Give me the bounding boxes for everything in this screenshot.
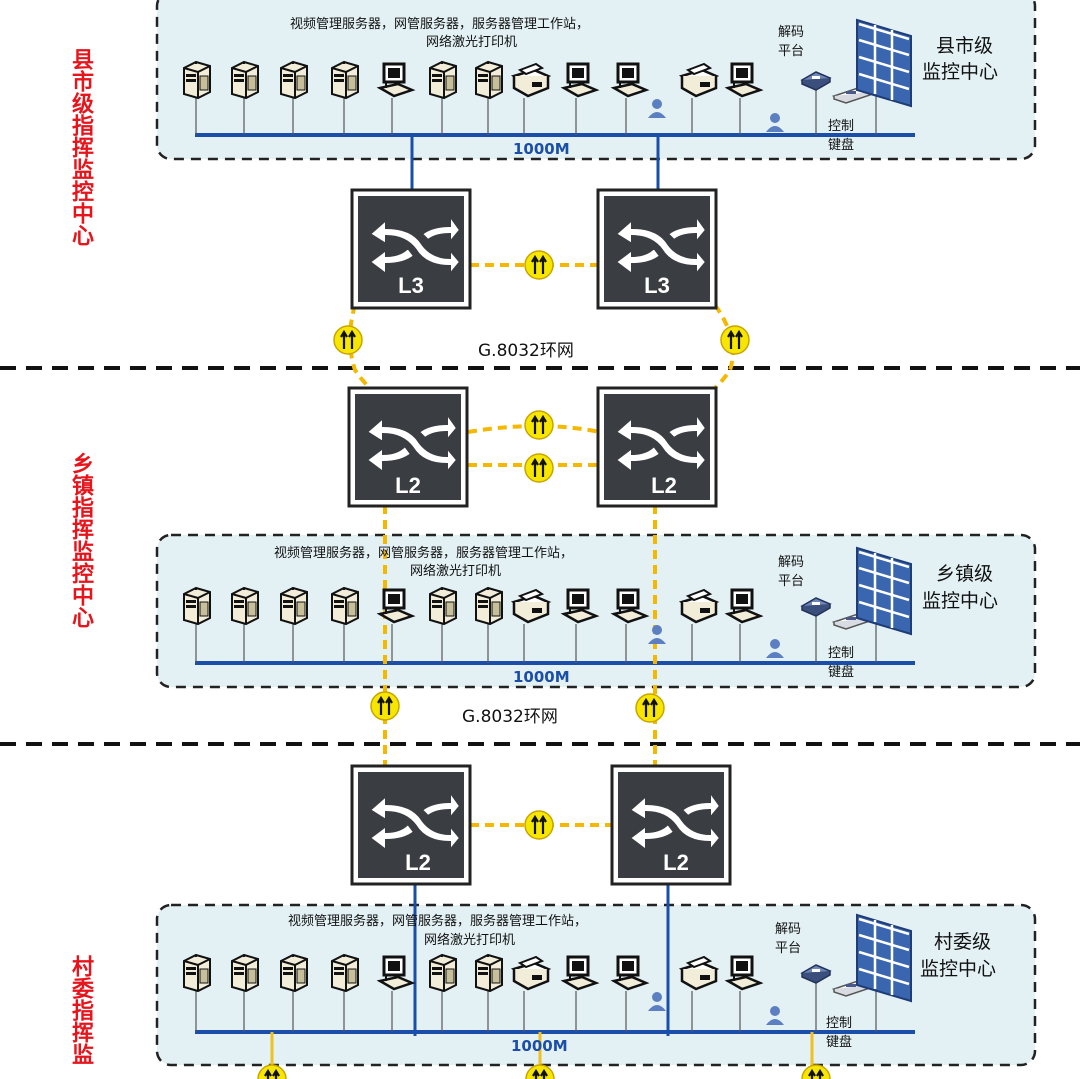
switch-icon: L3: [350, 188, 472, 310]
switch-icon: L2: [596, 386, 718, 508]
server-caption-line2: 网络激光打印机: [426, 35, 518, 50]
video-wall-icon: [855, 913, 913, 1003]
server-icon: [231, 954, 259, 992]
keyboard-label-line2: 键盘: [828, 665, 855, 680]
keyboard-label-line2: 键盘: [828, 138, 855, 153]
server-icon: [280, 587, 308, 625]
ring-node-icon: [256, 1063, 288, 1079]
decoder-label-line2: 平台: [778, 44, 805, 59]
switch-label: L3: [398, 273, 424, 298]
server-icon: [231, 587, 259, 625]
video-wall-icon: [855, 546, 913, 636]
keyboard-label-line1: 控制: [826, 1016, 853, 1031]
ring-node-icon: [800, 1063, 832, 1079]
server-caption-line2: 网络激光打印机: [410, 564, 502, 579]
ring-node-icon: [524, 1063, 556, 1079]
server-caption-line1: 视频管理服务器，网管服务器，服务器管理工作站，: [274, 546, 574, 561]
keyboard-label-line2: 键盘: [826, 1035, 853, 1050]
server-icon: [475, 587, 503, 625]
ring-node-icon: [523, 409, 555, 441]
server-icon: [429, 61, 457, 99]
keyboard-label-line1: 控制: [828, 119, 855, 134]
server-caption-line1: 视频管理服务器，网管服务器，服务器管理工作站，: [288, 914, 588, 929]
server-icon: [429, 587, 457, 625]
switch-icon: L3: [596, 188, 718, 310]
decoder-label-line1: 解码: [775, 922, 802, 937]
server-icon: [183, 587, 211, 625]
decoder-label-line2: 平台: [778, 574, 805, 589]
server-icon: [280, 954, 308, 992]
ring-node-icon: [332, 324, 364, 356]
center-title-line1: 村委级: [934, 931, 992, 953]
keyboard-label-line1: 控制: [828, 646, 855, 661]
bus-speed-label: 1000M: [513, 140, 570, 158]
switch-label: L2: [651, 473, 677, 498]
server-icon: [331, 954, 359, 992]
server-icon: [331, 61, 359, 99]
side-label-village: 村委指挥监: [68, 955, 93, 1065]
switch-label: L3: [644, 273, 670, 298]
ring-node-icon: [719, 324, 751, 356]
switch-icon: L2: [347, 386, 469, 508]
center-title-line2: 监控中心: [922, 61, 999, 83]
decoder-label-line1: 解码: [778, 25, 805, 40]
switch-label: L2: [663, 850, 689, 875]
ring-label: G.8032环网: [462, 707, 558, 727]
side-label-county: 县市级指挥监控中心: [68, 48, 93, 246]
side-label-township: 乡镇指挥监控中心: [68, 452, 93, 628]
decoder-label-line1: 解码: [778, 555, 805, 570]
server-icon: [331, 587, 359, 625]
center-title-line2: 监控中心: [920, 958, 997, 980]
ring-node-icon: [369, 690, 401, 722]
server-icon: [475, 954, 503, 992]
ring-node-icon: [523, 452, 555, 484]
server-icon: [183, 61, 211, 99]
bus-speed-label: 1000M: [511, 1037, 568, 1055]
server-icon: [475, 61, 503, 99]
ring-node-icon: [523, 809, 555, 841]
server-icon: [183, 954, 211, 992]
server-caption-line2: 网络激光打印机: [424, 933, 516, 948]
switch-label: L2: [405, 850, 431, 875]
ring-node-icon: [523, 249, 555, 281]
bus-speed-label: 1000M: [513, 668, 570, 686]
switch-icon: L2: [610, 764, 732, 886]
server-icon: [429, 954, 457, 992]
server-caption-line1: 视频管理服务器，网管服务器，服务器管理工作站，: [290, 17, 590, 32]
video-wall-icon: [855, 18, 913, 108]
server-icon: [231, 61, 259, 99]
ring-label: G.8032环网: [478, 341, 574, 361]
center-title-line2: 监控中心: [922, 590, 999, 612]
switch-icon: L2: [350, 764, 472, 886]
center-title-line1: 乡镇级: [936, 563, 994, 585]
center-title-line1: 县市级: [936, 35, 994, 57]
decoder-label-line2: 平台: [775, 941, 802, 956]
ring-node-icon: [634, 692, 666, 724]
server-icon: [280, 61, 308, 99]
switch-label: L2: [395, 473, 421, 498]
